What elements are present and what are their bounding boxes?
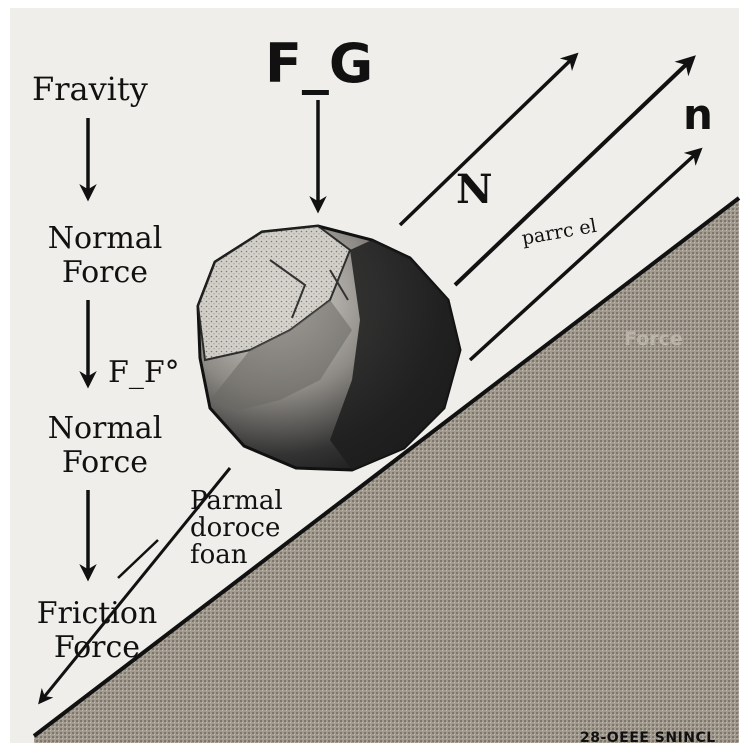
n-label: n: [683, 90, 713, 139]
friction-arrow-tail: [118, 540, 158, 578]
normal-N-label: N: [456, 166, 493, 213]
friction-force-label: Friction Force: [22, 597, 172, 665]
normal-force-label-1: Normal Force: [30, 222, 180, 290]
parmal-line-2: doroce: [190, 515, 283, 542]
fg-label: F_G: [265, 32, 373, 95]
faint-force-label: Force: [624, 328, 683, 350]
rock-icon: [198, 226, 460, 470]
caption-label: 28-OEEE SNINCL: [580, 730, 716, 746]
parmal-line-1: Parmal: [190, 488, 283, 515]
gravity-label: Fravity: [32, 70, 148, 108]
normal-force-label-2: Normal Force: [30, 412, 180, 480]
parmal-label: Parmal doroce foan: [190, 488, 283, 569]
parmal-line-3: foan: [190, 542, 283, 569]
ff-label: F_F°: [108, 355, 180, 390]
